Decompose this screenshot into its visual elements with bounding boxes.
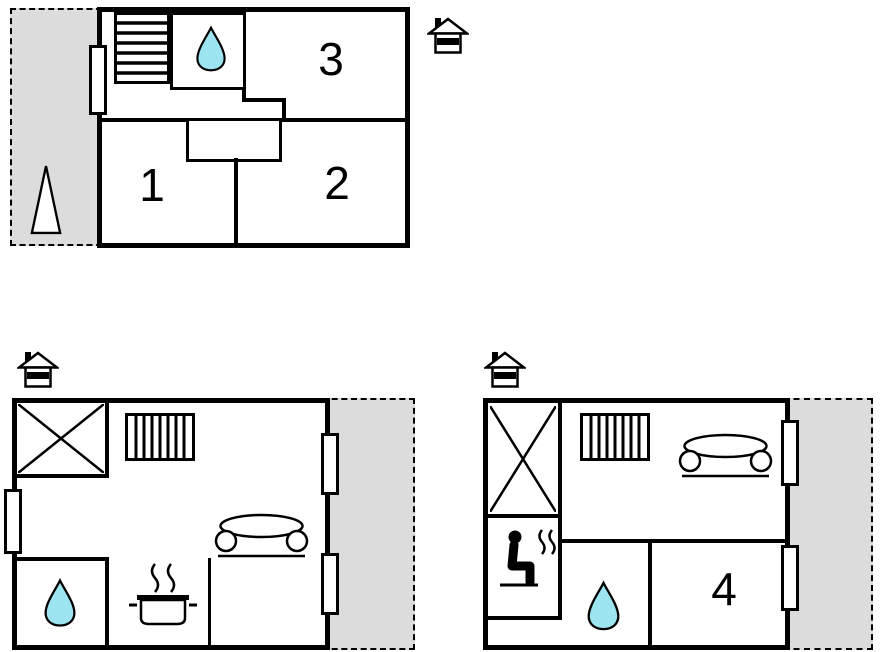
house-marker-icon xyxy=(17,351,59,391)
cross-void-icon xyxy=(490,406,556,512)
interior-wall xyxy=(105,403,109,478)
interior-wall xyxy=(17,474,109,478)
radiator-icon xyxy=(580,413,650,461)
interior-wall xyxy=(282,118,405,122)
window xyxy=(781,545,799,611)
house-marker-icon xyxy=(427,17,469,57)
interior-wall xyxy=(105,557,109,645)
room-label-3: 3 xyxy=(318,33,344,85)
window xyxy=(89,45,107,115)
chimney-notch xyxy=(186,118,282,162)
interior-wall xyxy=(282,98,286,122)
sauna-person-icon xyxy=(494,526,558,590)
interior-wall xyxy=(558,403,562,520)
water-drop-icon xyxy=(585,580,622,632)
water-drop-icon xyxy=(194,25,228,73)
window xyxy=(321,433,339,495)
radiator-icon xyxy=(125,413,195,461)
interior-wall xyxy=(242,88,246,102)
stove-pot-icon xyxy=(127,562,199,628)
window xyxy=(4,489,22,554)
room-label-2: 2 xyxy=(324,157,350,209)
room-label-1: 1 xyxy=(139,159,165,211)
cross-void-icon xyxy=(18,404,104,473)
interior-wall xyxy=(558,539,785,543)
house-marker-icon xyxy=(484,351,526,391)
interior-wall xyxy=(102,118,188,122)
interior-wall xyxy=(242,98,286,102)
sofa-icon xyxy=(678,431,773,483)
ladder-triangle-icon xyxy=(30,163,62,237)
interior-wall xyxy=(648,539,652,645)
interior-wall xyxy=(17,557,109,561)
sofa-icon xyxy=(214,511,309,563)
window xyxy=(321,553,339,615)
terrace-upper-floor xyxy=(10,8,102,246)
window xyxy=(781,420,799,486)
interior-wall xyxy=(234,158,238,243)
interior-wall xyxy=(208,558,211,645)
water-drop-icon xyxy=(42,578,78,628)
room-label-4: 4 xyxy=(711,563,737,615)
staircase-icon xyxy=(114,12,170,84)
